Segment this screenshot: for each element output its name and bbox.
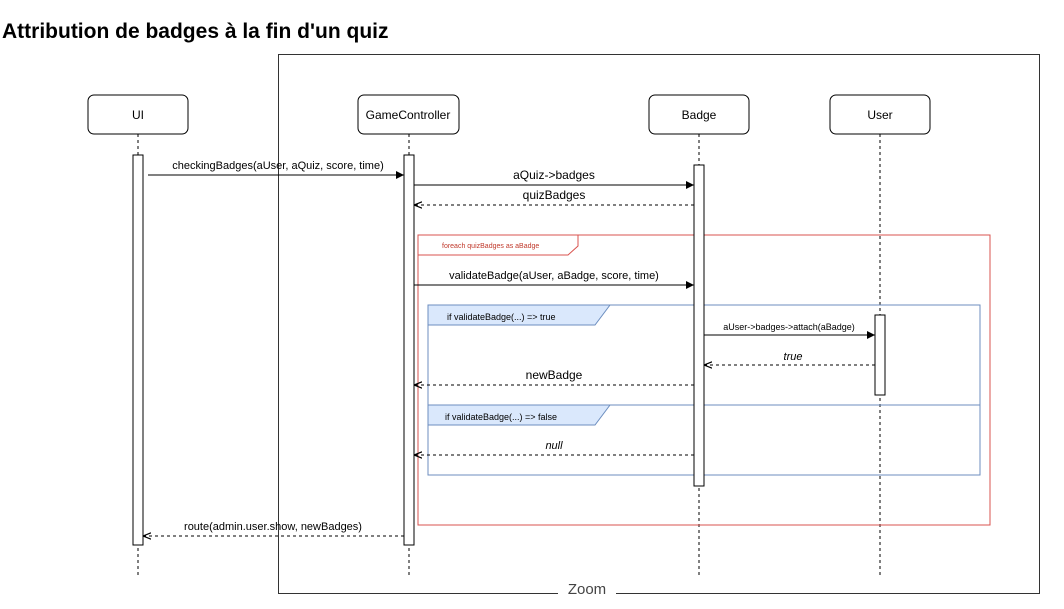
message-quiz-badges-request[interactable]: aQuiz->badges xyxy=(414,168,694,189)
alt-false-tab xyxy=(427,404,611,426)
alt-false-label: if validateBadge(...) => false xyxy=(445,412,557,422)
message-new-badge[interactable]: newBadge xyxy=(414,368,694,385)
participant-game-controller-label: GameController xyxy=(366,108,451,122)
participant-badge[interactable]: Badge xyxy=(648,94,750,135)
diagram-viewport[interactable] xyxy=(278,54,1040,594)
ui-activation xyxy=(132,154,144,546)
loop-fragment-tab xyxy=(417,234,579,256)
message-quiz-badges-return-label: quizBadges xyxy=(523,188,586,202)
participant-ui-label: UI xyxy=(132,108,144,122)
participant-user[interactable]: User xyxy=(829,94,931,135)
message-new-badge-label: newBadge xyxy=(526,368,583,382)
game-controller-activation xyxy=(403,154,415,546)
message-attach-label: aUser->badges->attach(aBadge) xyxy=(723,322,855,332)
zoom-button[interactable]: Zoom xyxy=(558,571,616,609)
alt-true-tab xyxy=(427,304,611,326)
loop-fragment-label: foreach quizBadges as aBadge xyxy=(442,243,539,250)
message-validate-badge[interactable]: validateBadge(aUser, aBadge, score, time… xyxy=(414,270,694,289)
message-attach-return[interactable]: true xyxy=(704,351,875,365)
message-null-return-label: null xyxy=(545,440,563,452)
badge-activation xyxy=(693,164,705,487)
message-quiz-badges-request-label: aQuiz->badges xyxy=(513,168,595,182)
message-attach-return-label: true xyxy=(784,351,803,363)
message-route[interactable]: route(admin.user.show, newBadges) xyxy=(143,521,404,536)
participant-user-label: User xyxy=(867,108,892,122)
message-checking-badges-label: checkingBadges(aUser, aQuiz, score, time… xyxy=(172,160,384,172)
message-attach[interactable]: aUser->badges->attach(aBadge) xyxy=(704,322,875,339)
message-route-label: route(admin.user.show, newBadges) xyxy=(184,521,362,533)
message-checking-badges[interactable]: checkingBadges(aUser, aQuiz, score, time… xyxy=(148,160,404,179)
page-title: Attribution de badges à la fin d'un quiz xyxy=(2,20,389,43)
message-validate-badge-label: validateBadge(aUser, aBadge, score, time… xyxy=(449,270,659,282)
participant-badge-label: Badge xyxy=(682,108,717,122)
user-activation xyxy=(874,314,886,396)
participant-game-controller[interactable]: GameController xyxy=(357,94,460,135)
message-quiz-badges-return[interactable]: quizBadges xyxy=(414,188,694,205)
alt-true-label: if validateBadge(...) => true xyxy=(447,312,556,322)
loop-fragment[interactable]: foreach quizBadges as aBadge xyxy=(417,234,991,526)
message-null-return[interactable]: null xyxy=(414,440,694,455)
participant-ui[interactable]: UI xyxy=(87,94,189,135)
